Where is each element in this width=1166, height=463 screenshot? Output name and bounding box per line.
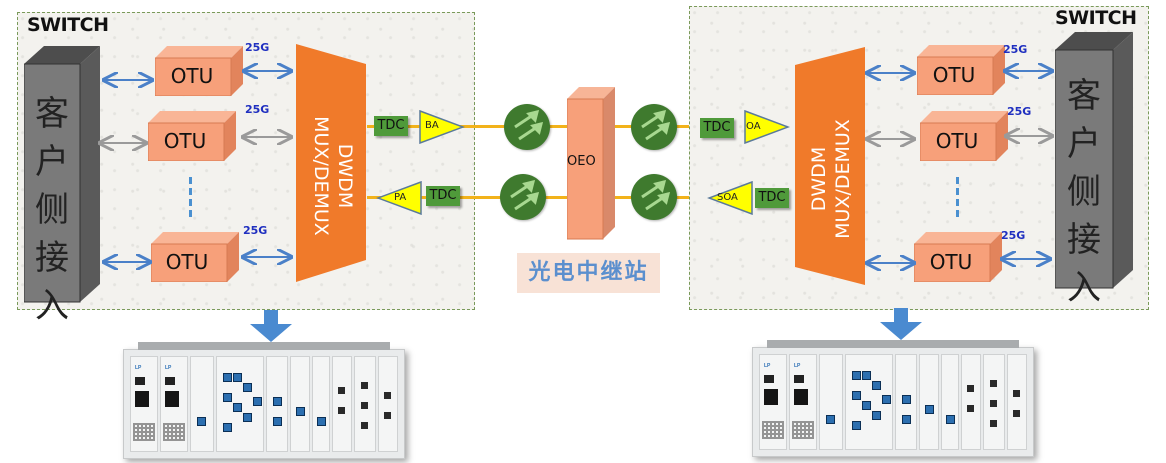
left-otu-box-3: [151, 232, 239, 282]
left-rx-tdc: TDC: [426, 186, 460, 206]
regenerator-upper-left: [504, 104, 550, 150]
right-otu-label-1: OTU: [932, 63, 976, 87]
right-otu-ellipsis-dash: [956, 177, 959, 217]
left-pa-amplifier: [376, 181, 422, 215]
right-client-access-label: 客 户 侧 接 入: [1067, 76, 1101, 308]
left-otu-box-2: [148, 111, 236, 161]
right-otu-box-3: [914, 232, 1002, 282]
right-rx-tdc: TDC: [700, 118, 734, 138]
left-down-arrow-icon: [250, 310, 292, 342]
right-down-arrow-icon: [880, 308, 922, 340]
signal-regenerator-icon: [641, 179, 671, 211]
optoelectronic-repeater-station-label: 光电中继站: [517, 253, 660, 293]
left-otu-rate-2: 25G: [245, 103, 270, 116]
right-dwdm-mux-demux: [795, 47, 865, 285]
oeo-label: OEO: [567, 154, 596, 169]
regenerator-lower-left: [500, 174, 546, 220]
right-otu-rate-1: 25G: [1003, 43, 1028, 56]
right-oa-amplifier: [744, 110, 790, 144]
regenerator-lower-right: [631, 174, 677, 220]
oeo-repeater-box: [567, 87, 615, 240]
signal-regenerator-icon: [514, 109, 544, 141]
left-tx-tdc: TDC: [374, 116, 408, 136]
right-switch-label: SWITCH: [1055, 7, 1137, 29]
left-otn-chassis-image: LP LP: [123, 342, 405, 459]
right-otu-label-2: OTU: [935, 129, 979, 153]
left-pa-label: PA: [394, 192, 407, 203]
left-ba-amplifier: [419, 110, 465, 144]
right-client-switch-tower: [1055, 32, 1133, 289]
signal-regenerator-icon: [510, 179, 540, 211]
left-otu-label-2: OTU: [163, 129, 207, 153]
left-otu-rate-1: 25G: [245, 41, 270, 54]
left-dwdm-mux-demux: [296, 44, 366, 282]
left-otu-box-1: [155, 46, 243, 96]
right-otn-chassis-image: LP LP: [752, 340, 1034, 457]
left-switch-label: SWITCH: [27, 14, 109, 36]
left-ba-label: BA: [425, 120, 439, 131]
right-otu-rate-3: 25G: [1001, 229, 1026, 242]
left-otu-ellipsis-dash: [189, 177, 192, 217]
right-soa-label: SOA: [717, 192, 738, 203]
right-tx-tdc: TDC: [755, 188, 789, 208]
right-otu-box-2: [920, 111, 1008, 161]
left-client-access-label: 客 户 侧 接 入: [35, 94, 69, 326]
right-otu-label-3: OTU: [929, 250, 973, 274]
left-otu-label-3: OTU: [165, 250, 209, 274]
left-client-switch-tower: [24, 46, 100, 303]
left-otu-rate-3: 25G: [243, 224, 268, 237]
signal-regenerator-icon: [641, 109, 671, 141]
left-otu-label-1: OTU: [170, 64, 214, 88]
right-oa-label: OA: [746, 121, 761, 132]
right-otu-rate-2: 25G: [1007, 105, 1032, 118]
right-otu-box-1: [917, 45, 1005, 95]
regenerator-upper-right: [631, 104, 677, 150]
right-soa-amplifier: [707, 181, 753, 215]
